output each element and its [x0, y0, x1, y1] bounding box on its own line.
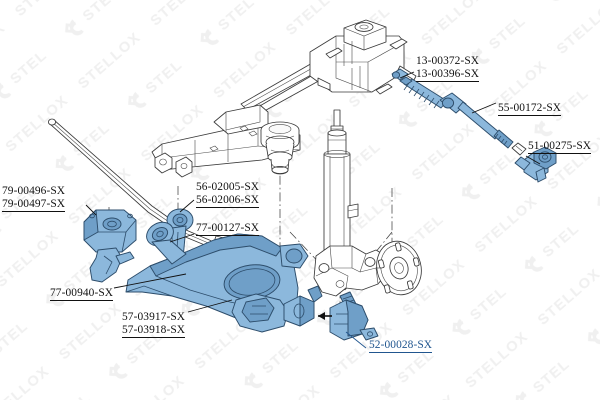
callout-line: 77-00127-SX [196, 222, 260, 234]
callout-line: 51-00275-SX [528, 140, 592, 152]
stabilizer-bar-bushing-bracket [83, 209, 137, 283]
callout-51-00275-sx[interactable]: 51-00275-SX [528, 140, 592, 154]
callout-line: 13-00396-SX [416, 67, 480, 80]
callout-line: 77-00940-SX [50, 287, 114, 299]
callout-line: 56-02005-SX [196, 181, 260, 193]
spring-seat-bump-stop [260, 121, 300, 175]
steering-rack-boot [399, 76, 448, 109]
callout-line: 79-00497-SX [2, 197, 66, 210]
callout-line: 57-03918-SX [122, 323, 186, 336]
callout-line: 79-00496-SX [2, 185, 66, 197]
callout-line: 55-00172-SX [498, 102, 562, 114]
tie-rod-lock-nut [511, 142, 527, 156]
callout-56-02005-sx[interactable]: 56-02005-SX 56-02006-SX [196, 181, 260, 208]
callout-77-00940-sx[interactable]: 77-00940-SX [50, 287, 114, 301]
callout-line: 57-03917-SX [122, 311, 186, 323]
callout-57-03917-sx[interactable]: 57-03917-SX 57-03918-SX [122, 311, 186, 338]
ball-joint-detached [329, 291, 379, 341]
steering-rack-assembly [240, 19, 417, 120]
callout-79-00496-sx[interactable]: 79-00496-SX 79-00497-SX [2, 185, 66, 212]
callout-13-00372-sx[interactable]: 13-00372-SX 13-00396-SX [416, 55, 480, 82]
callout-line: 52-00028-SX [369, 339, 433, 351]
wheel-hub-flange [376, 240, 422, 296]
callout-55-00172-sx[interactable]: 55-00172-SX [498, 102, 562, 116]
callout-line: 13-00372-SX [416, 55, 480, 67]
callout-52-00028-sx-selected[interactable]: 52-00028-SX [369, 339, 433, 353]
callout-77-00127-sx[interactable]: 77-00127-SX [196, 222, 260, 236]
callout-line: 56-02006-SX [196, 193, 260, 206]
